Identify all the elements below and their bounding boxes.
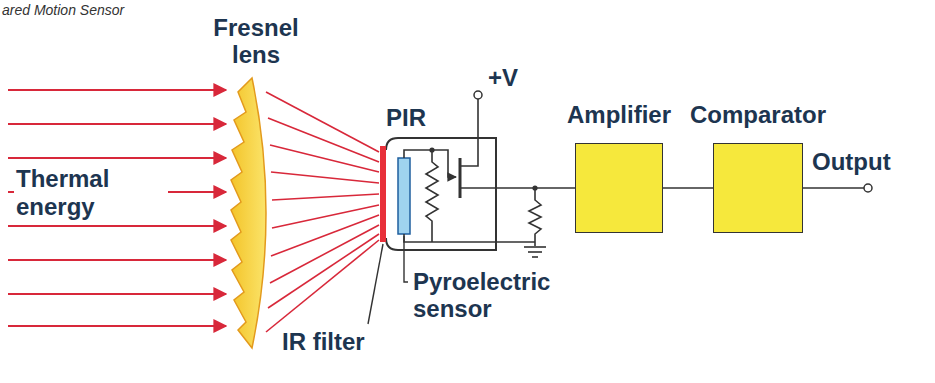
load-resistor [529,188,541,246]
leader-line [368,244,383,324]
block-box: Amplifier [575,143,663,233]
pir-circuit [404,99,864,257]
signal-wire [663,187,713,189]
part-label: IR filter [282,328,365,355]
part-label: Fresnel lens [200,14,312,68]
output-terminal [864,184,872,192]
leader-line [404,236,408,282]
pyroelectric-element [398,158,410,234]
part-label: Pyroelectric sensor [413,268,573,322]
ir-filter [380,146,386,242]
fresnel-lens [231,78,266,348]
block-heading: Amplifier [567,101,671,128]
gate-resistor [426,150,438,242]
part-label: PIR [386,104,426,131]
junction-dot [429,147,434,152]
focused-rays [266,92,379,332]
block-heading: Comparator [690,101,826,128]
pir-housing [386,138,496,250]
block-box: Comparator [713,143,803,233]
part-label: Thermal energy [14,165,168,221]
cut-heading: ared Motion Sensor [2,2,124,18]
part-label: +V [488,64,518,91]
part-label: Output [812,148,891,175]
supply-terminal [474,91,482,99]
thermal-arrows [8,90,226,326]
junction-dot [532,185,537,190]
